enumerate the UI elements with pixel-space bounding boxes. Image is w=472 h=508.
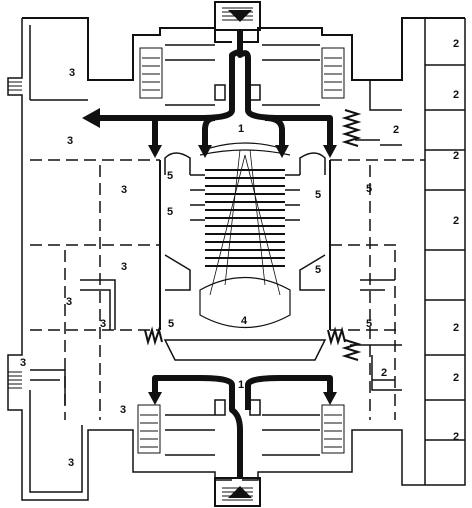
seating-rows-lower <box>205 249 285 267</box>
bottom-main-flow <box>152 375 243 478</box>
label-2-f: 2 <box>453 322 459 334</box>
arrowhead-left <box>82 108 100 128</box>
arrowhead-down-5 <box>148 392 162 405</box>
label-2-c: 2 <box>393 124 399 136</box>
left-box-arch <box>164 152 191 175</box>
label-4: 4 <box>241 315 248 327</box>
arrowhead-down-1 <box>148 145 162 158</box>
bottom-main-flow-right <box>245 375 333 410</box>
left-side-balcony <box>164 254 191 291</box>
right-box-arch <box>299 152 326 175</box>
right-lower-side-zigzag <box>341 339 362 361</box>
hall-outline <box>159 160 331 330</box>
label-5-a: 5 <box>167 170 173 182</box>
left-edge-stair-bottom <box>8 371 22 389</box>
right-side-balcony <box>299 254 326 291</box>
right-wing-rooms-column <box>424 18 465 485</box>
label-5-f: 5 <box>168 318 174 330</box>
top-vestibule <box>165 44 320 106</box>
label-3-a: 3 <box>69 67 75 79</box>
label-3-h: 3 <box>120 404 126 416</box>
left-lodges <box>190 174 205 221</box>
label-5-e: 5 <box>315 264 321 276</box>
stage-area <box>199 142 291 156</box>
left-room-partitions <box>30 99 116 405</box>
label-5-c: 5 <box>315 189 321 201</box>
right-lodges <box>285 174 300 221</box>
left-edge-stair-top <box>8 81 22 91</box>
label-3-b: 3 <box>67 135 73 147</box>
arrowhead-down-3 <box>275 145 289 158</box>
seating-rows <box>205 169 285 243</box>
top-left-stair <box>139 47 163 99</box>
label-2-e: 2 <box>453 215 459 227</box>
top-branch-left-2 <box>202 115 216 145</box>
bottom-vestibule <box>165 399 320 456</box>
top-tower-triangle <box>228 10 252 22</box>
label-1-top: 1 <box>238 123 244 135</box>
label-3-c: 3 <box>121 184 127 196</box>
lower-foyer <box>163 339 327 361</box>
top-branch-right-1 <box>264 115 285 145</box>
left-wing-outline <box>22 17 232 81</box>
left-wing-inner-outline <box>7 18 232 501</box>
stage-front-curve <box>199 276 291 329</box>
top-right-stair <box>321 47 345 99</box>
right-upper-zigzag <box>341 109 362 147</box>
label-3-e: 3 <box>66 296 72 308</box>
label-5-g: 5 <box>366 318 372 330</box>
arrowhead-down-4 <box>323 145 337 158</box>
right-lower-zigzag <box>327 326 346 346</box>
label-3-g: 3 <box>20 357 26 369</box>
bottom-right-stair <box>321 404 345 454</box>
arrowhead-down-2 <box>198 145 212 158</box>
bottom-tower-triangle <box>228 486 252 498</box>
label-1-bottom: 1 <box>238 379 244 391</box>
vertical-dashed-left <box>64 165 101 420</box>
left-lower-zigzag <box>144 326 163 346</box>
label-2-g: 2 <box>381 367 387 379</box>
label-2-a: 2 <box>453 38 459 50</box>
label-2-h: 2 <box>453 372 459 384</box>
label-2-b: 2 <box>453 89 459 101</box>
label-3-d: 3 <box>121 261 127 273</box>
vertical-dashed-right <box>369 165 396 420</box>
bottom-left-stair <box>137 404 161 454</box>
label-5-d: 5 <box>366 183 372 195</box>
label-3-i: 3 <box>68 457 74 469</box>
label-2-d: 2 <box>453 150 459 162</box>
arrowhead-down-6 <box>323 392 337 405</box>
right-room-partitions <box>350 80 402 391</box>
left-wing-corridor <box>29 25 83 493</box>
right-wing-outline <box>242 17 465 81</box>
sightlines <box>209 149 281 296</box>
label-2-i: 2 <box>453 431 459 443</box>
label-3-f: 3 <box>100 318 106 330</box>
label-5-b: 5 <box>167 206 173 218</box>
